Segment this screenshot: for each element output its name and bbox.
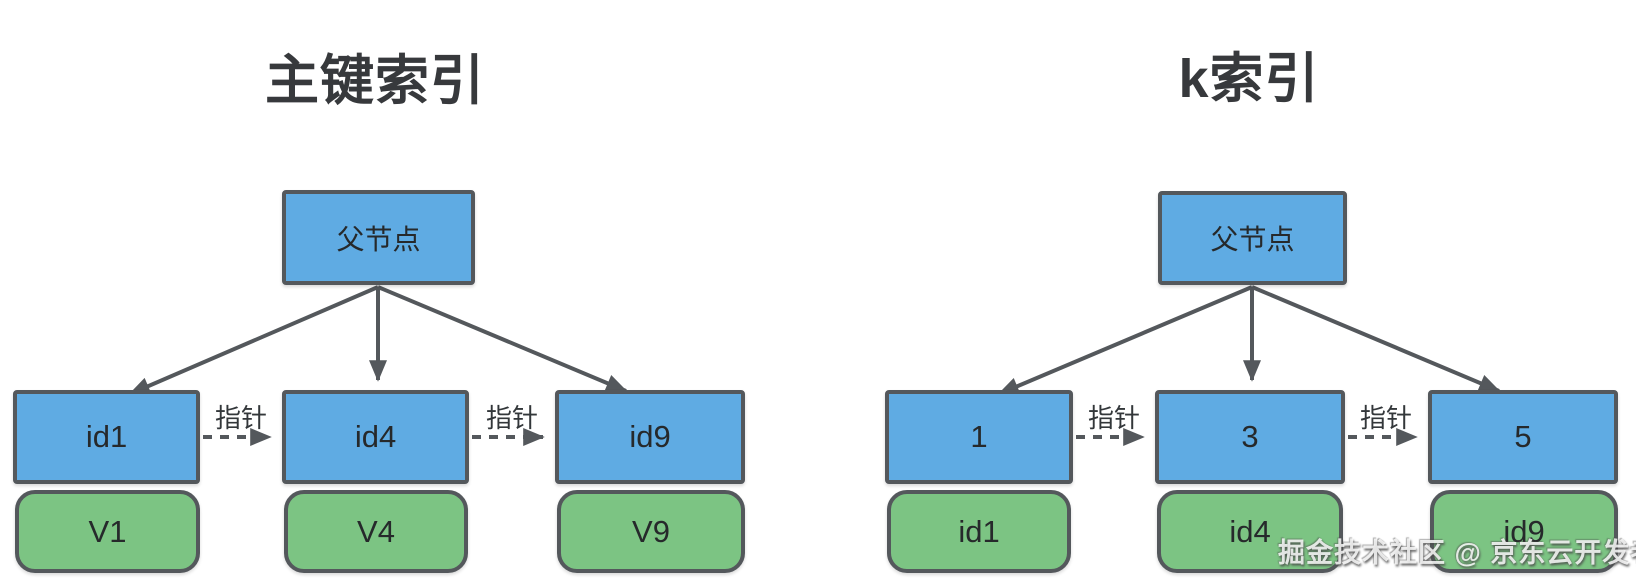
leaf-key-label: id4 [354,419,397,454]
k-leaf-value-node: id4 [1157,490,1343,573]
leaf-key-label: 5 [1514,419,1532,454]
k-leaf-value-node: id1 [887,490,1071,573]
leaf-value-label: id1 [958,513,1000,549]
leaf-value-label: id4 [1229,513,1271,549]
primary-leaf-value-node: V4 [284,490,468,573]
primary-parent-node: 父节点 [282,190,475,285]
k-leaf-key-node: 1 [885,390,1073,484]
leaf-value-label: V1 [88,513,127,549]
leaf-key-label: id1 [85,419,128,454]
watermark-text: 掘金技术社区 @ 京东云开发者 [1278,538,1636,568]
parent-to-child-arrow [1251,285,1501,393]
leaf-key-label: 1 [970,419,988,454]
parent-to-child-arrow [997,285,1253,396]
pointer-label: 指针 [214,403,267,433]
leaf-value-label: V9 [632,513,670,549]
k-index-title: k索引 [1178,49,1320,109]
parent-to-child-arrow [377,285,628,393]
parent-node-label: 父节点 [1210,224,1295,255]
leaf-value-label: V4 [357,513,395,549]
parent-to-child-arrow [128,285,379,396]
leaf-key-label: 3 [1241,419,1259,454]
leaf-key-label: id9 [629,419,671,454]
primary-leaf-key-node: id4 [282,390,469,484]
primary-index-title: 主键索引 [265,51,485,111]
pointer-label: 指针 [1087,403,1140,433]
primary-leaf-key-node: id9 [555,390,745,484]
k-leaf-key-node: 5 [1428,390,1618,484]
primary-leaf-value-node: V1 [15,490,200,573]
pointer-label: 指针 [485,403,538,433]
k-leaf-key-node: 3 [1155,390,1345,484]
primary-leaf-key-node: id1 [13,390,200,484]
pointer-label: 指针 [1359,403,1412,433]
k-parent-node: 父节点 [1158,191,1347,285]
leaf-value-label: id9 [1503,513,1545,549]
primary-leaf-value-node: V9 [557,490,745,573]
k-leaf-value-node: id9 [1430,490,1618,573]
parent-node-label: 父节点 [336,223,421,255]
